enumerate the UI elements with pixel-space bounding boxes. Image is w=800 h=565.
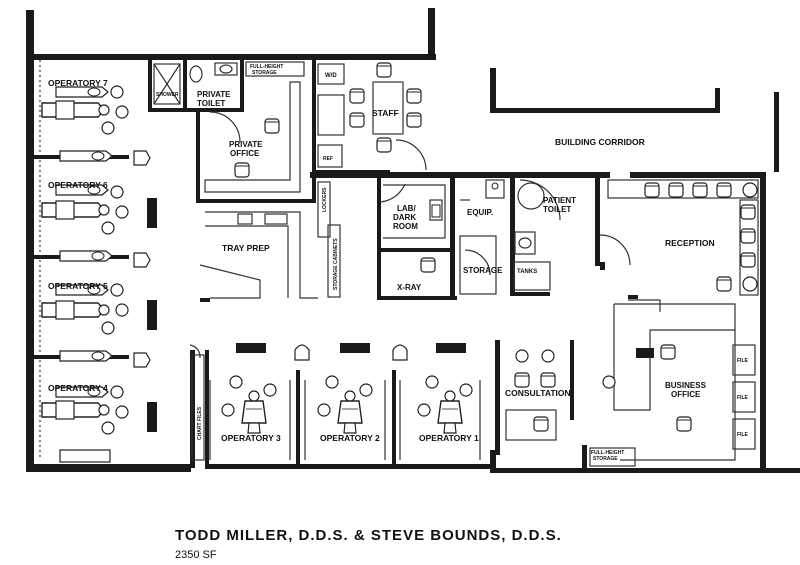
label-lockers: LOCKERS bbox=[322, 187, 328, 212]
room-furniture bbox=[234, 62, 758, 432]
room-labels: OPERATORY 7 OPERATORY 6 OPERATORY 5 OPER… bbox=[48, 64, 748, 462]
casework bbox=[39, 60, 759, 467]
label-patient-toilet-line2: TOILET bbox=[543, 205, 571, 214]
operatory-furniture-left bbox=[41, 85, 157, 463]
label-operatory-7: OPERATORY 7 bbox=[48, 78, 108, 88]
label-consultation: CONSULTATION bbox=[505, 388, 571, 398]
label-file-3: FILE bbox=[737, 432, 748, 438]
label-equip: EQUIP. bbox=[467, 208, 493, 217]
label-business-office-line1: BUSINESS bbox=[665, 381, 707, 390]
label-operatory-4: OPERATORY 4 bbox=[48, 383, 108, 393]
label-lab-line3: ROOM bbox=[393, 222, 418, 231]
label-operatory-5: OPERATORY 5 bbox=[48, 281, 108, 291]
label-reception: RECEPTION bbox=[665, 238, 715, 248]
label-tanks: TANKS bbox=[517, 269, 537, 275]
label-storage: STORAGE bbox=[463, 266, 503, 275]
area-label: 2350 SF bbox=[175, 549, 217, 561]
label-file-1: FILE bbox=[737, 358, 748, 364]
label-private-office-line2: OFFICE bbox=[230, 149, 260, 158]
label-private-toilet-line1: PRIVATE bbox=[197, 90, 231, 99]
label-operatory-2: OPERATORY 2 bbox=[320, 433, 380, 443]
label-full-height-storage-line2: STORAGE bbox=[252, 70, 277, 76]
label-tray-prep: TRAY PREP bbox=[222, 243, 270, 253]
label-shower: SHOWER bbox=[156, 92, 179, 98]
label-full-height-storage-bottom-line1: FULL-HEIGHT bbox=[591, 450, 624, 456]
label-full-height-storage-line1: FULL-HEIGHT bbox=[250, 64, 283, 70]
page-title: TODD MILLER, D.D.S. & STEVE BOUNDS, D.D.… bbox=[175, 527, 562, 544]
label-staff: STAFF bbox=[372, 108, 399, 118]
label-private-office-line1: PRIVATE bbox=[229, 140, 263, 149]
label-chart-files: CHART FILES bbox=[197, 406, 203, 440]
label-operatory-1: OPERATORY 1 bbox=[419, 433, 479, 443]
label-private-toilet-line2: TOILET bbox=[197, 99, 225, 108]
label-patient-toilet-line1: PATIENT bbox=[543, 196, 576, 205]
floor-plan: OPERATORY 7 OPERATORY 6 OPERATORY 5 OPER… bbox=[26, 8, 800, 473]
label-file-2: FILE bbox=[737, 395, 748, 401]
label-wd: W/D bbox=[325, 73, 337, 79]
operatory-furniture-bottom bbox=[221, 343, 473, 434]
label-storage-cabinets: STORAGE CABINETS bbox=[333, 238, 339, 290]
label-lab-line2: DARK bbox=[393, 213, 416, 222]
label-xray: X-RAY bbox=[397, 283, 422, 292]
label-operatory-6: OPERATORY 6 bbox=[48, 180, 108, 190]
label-ref: REF bbox=[323, 156, 333, 162]
label-business-office-line2: OFFICE bbox=[671, 390, 701, 399]
label-building-corridor: BUILDING CORRIDOR bbox=[555, 137, 645, 147]
label-operatory-3: OPERATORY 3 bbox=[221, 433, 281, 443]
label-lab-line1: LAB/ bbox=[397, 204, 416, 213]
label-full-height-storage-bottom-line2: STORAGE bbox=[593, 456, 618, 462]
